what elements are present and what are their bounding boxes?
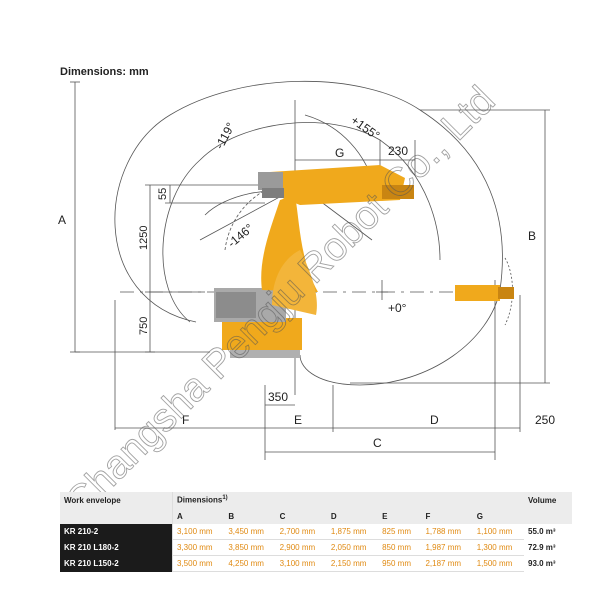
label-750: 750 xyxy=(138,317,150,335)
label-angle-p0: +0° xyxy=(388,301,407,315)
label-angle-m119: -119° xyxy=(212,120,238,151)
col-header-d: D xyxy=(326,508,379,524)
table-row: KR 210 L180-2 3,300 mm 3,850 mm 2,900 mm… xyxy=(60,539,572,556)
model-name: KR 210 L180-2 xyxy=(60,539,173,556)
value-e: 825 mm xyxy=(378,524,422,540)
label-F: F xyxy=(182,413,189,427)
value-c: 2,900 mm xyxy=(275,539,327,556)
header-dimensions: Dimensions1) xyxy=(172,492,524,508)
inner-envelope xyxy=(162,122,441,323)
model-name: KR 210-2 xyxy=(60,524,173,540)
label-G: G xyxy=(335,146,344,160)
table-subheader-row: A B C D E F G xyxy=(60,508,572,524)
value-e: 850 mm xyxy=(378,539,422,556)
robot-tool-extended xyxy=(455,285,514,301)
spec-table: Work envelope Dimensions1) Volume A B C … xyxy=(60,492,572,572)
value-volume: 55.0 m³ xyxy=(528,527,556,537)
value-f: 1,788 mm xyxy=(421,524,473,540)
value-g: 1,300 mm xyxy=(472,539,524,556)
value-a: 3,300 mm xyxy=(172,539,225,556)
value-c: 2,700 mm xyxy=(275,524,327,540)
label-angle-m146: -146° xyxy=(225,221,256,250)
label-D: D xyxy=(430,413,439,427)
model-name: KR 210 L150-2 xyxy=(60,555,173,572)
value-g: 1,100 mm xyxy=(472,524,524,540)
value-e: 950 mm xyxy=(378,555,422,572)
col-header-e: E xyxy=(378,508,422,524)
label-55: 55 xyxy=(157,188,169,200)
robot-arm xyxy=(258,165,414,315)
work-envelope-diagram: A B C D E F G 230 55 1250 750 350 250 -1… xyxy=(58,80,555,460)
header-volume: Volume xyxy=(524,492,572,508)
label-E: E xyxy=(294,413,302,427)
value-b: 3,450 mm xyxy=(224,524,276,540)
label-350: 350 xyxy=(268,390,288,404)
header-work-envelope: Work envelope xyxy=(60,492,173,508)
table-row: KR 210 L150-2 3,500 mm 4,250 mm 3,100 mm… xyxy=(60,555,572,572)
label-C: C xyxy=(373,436,382,450)
label-B: B xyxy=(528,229,536,243)
label-230: 230 xyxy=(388,144,408,158)
label-A: A xyxy=(58,213,66,227)
value-f: 1,987 mm xyxy=(421,539,473,556)
value-d: 1,875 mm xyxy=(326,524,379,540)
value-d: 2,150 mm xyxy=(326,555,379,572)
value-c: 3,100 mm xyxy=(275,555,327,572)
value-d: 2,050 mm xyxy=(326,539,379,556)
col-header-g: G xyxy=(472,508,524,524)
col-header-a: A xyxy=(172,508,225,524)
label-1250: 1250 xyxy=(138,226,150,250)
col-header-f: F xyxy=(421,508,473,524)
value-b: 4,250 mm xyxy=(224,555,276,572)
value-volume: 93.0 m³ xyxy=(528,559,556,568)
table-row: KR 210-2 3,100 mm 3,450 mm 2,700 mm 1,87… xyxy=(60,524,572,540)
value-a: 3,500 mm xyxy=(172,555,225,572)
value-f: 2,187 mm xyxy=(421,555,473,572)
outer-envelope xyxy=(114,80,503,386)
col-header-b: B xyxy=(224,508,276,524)
col-header-c: C xyxy=(275,508,327,524)
value-a: 3,100 mm xyxy=(172,524,225,540)
value-b: 3,850 mm xyxy=(224,539,276,556)
diagram-title: Dimensions: mm xyxy=(60,66,149,78)
label-250: 250 xyxy=(535,413,555,427)
table-header-row: Work envelope Dimensions1) Volume xyxy=(60,492,572,508)
value-volume: 72.9 m³ xyxy=(528,543,556,552)
value-g: 1,500 mm xyxy=(472,555,524,572)
